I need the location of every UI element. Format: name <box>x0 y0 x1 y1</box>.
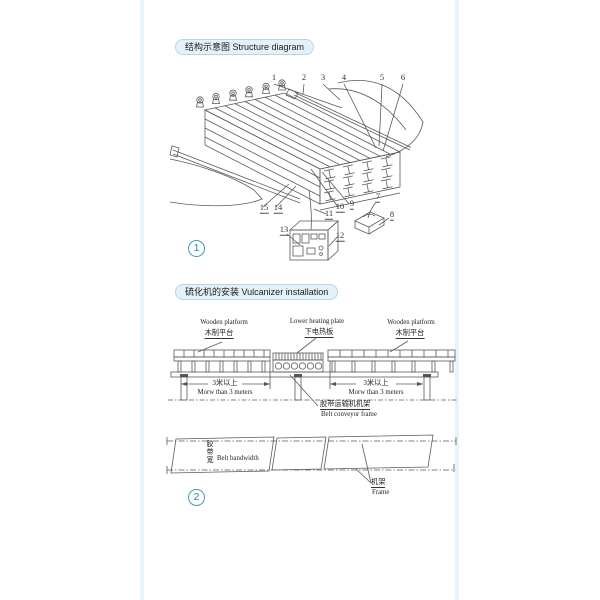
part-number-5: 5 <box>379 71 385 82</box>
section-header-label: 硫化机的安装 Vulcanizer installation <box>185 287 329 297</box>
label-right-platform-zh: 木制平台 <box>395 329 425 340</box>
label-dim-right-en: Morw than 3 meters <box>348 389 404 396</box>
section-header-vulcanizer-installation: 硫化机的安装 Vulcanizer installation <box>175 284 339 300</box>
part-number-10: 10 <box>335 200 345 213</box>
label-dim-right-zh: 3米以上 <box>363 379 389 387</box>
part-number-2: 2 <box>301 71 307 82</box>
label-belt-bandwidth-zh: 胶带宽 <box>206 440 214 464</box>
part-number-6: 6 <box>400 71 406 82</box>
label-dim-left-zh: 3米以上 <box>212 379 238 387</box>
label-conveyor-frame-en: Belt conveyor frame <box>321 411 377 418</box>
label-left-platform-zh: 木制平台 <box>204 329 234 340</box>
label-frame-zh: 机架 <box>371 478 386 489</box>
part-number-4: 4 <box>341 71 347 82</box>
part-number-14: 14 <box>273 201 283 214</box>
section-header-label: 结构示意图 Structure diagram <box>185 42 305 52</box>
part-number-13: 13 <box>279 223 289 236</box>
structure-diagram-drawing <box>169 79 424 261</box>
part-number-7: 7 <box>375 190 381 203</box>
label-dim-left-en: Morw than 3 meters <box>197 389 253 396</box>
figure1-number-badge: 1 <box>188 240 205 257</box>
page-edge-left <box>140 0 144 600</box>
part-number-8: 8 <box>389 208 395 221</box>
part-number-15: 15 <box>259 201 269 214</box>
label-heating-plate-zh: 下电热板 <box>304 328 334 339</box>
part-number-9: 9 <box>349 197 355 210</box>
section-header-structure-diagram: 结构示意图 Structure diagram <box>175 39 315 55</box>
label-right-platform-en: Wooden platform <box>387 319 435 326</box>
part-number-1: 1 <box>271 71 277 82</box>
part-number-3: 3 <box>320 71 326 82</box>
label-heating-plate-en: Lower heating plate <box>289 318 345 325</box>
part-number-11: 11 <box>324 207 334 220</box>
label-conveyor-frame-zh: 胶带运输机机架 <box>320 400 371 411</box>
label-frame-en: Frame <box>372 489 390 496</box>
label-left-platform-en: Wooden platform <box>200 319 248 326</box>
page-edge-right <box>455 0 459 600</box>
label-belt-bandwidth-en: Belt bandwidth <box>217 455 259 462</box>
installation-side-view-drawing <box>168 337 458 407</box>
figure2-number-badge: 2 <box>188 489 205 506</box>
part-number-12: 12 <box>335 229 345 242</box>
belt-plan-view-drawing <box>166 434 457 484</box>
